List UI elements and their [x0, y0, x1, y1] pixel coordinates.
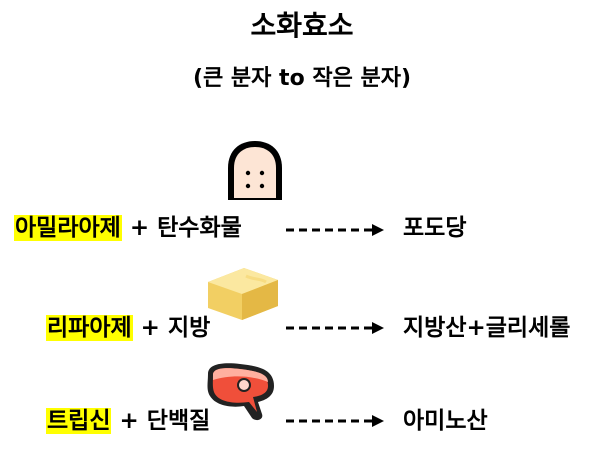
substrate-label: 탄수화물 [157, 215, 242, 241]
enzyme-label: 리파아제 [46, 315, 133, 341]
dashed-arrow [286, 322, 384, 334]
dashed-arrow [286, 224, 384, 236]
diagram-subtitle: (큰 분자 to 작은 분자) [192, 66, 412, 91]
row-2: 리파아제 + 지방 [46, 312, 210, 344]
plus-sign: + [140, 315, 160, 341]
product-label: 지방산+글리세롤 [403, 315, 571, 341]
substrate-label: 지방 [167, 315, 211, 341]
enzyme-label: 트립신 [46, 408, 112, 434]
substrate-label: 단백질 [146, 408, 211, 434]
butter-icon [208, 268, 278, 320]
meat-icon [207, 363, 274, 421]
product-label: 아미노산 [403, 408, 488, 434]
plus-sign: + [119, 408, 139, 434]
enzyme-label: 아밀라아제 [14, 215, 122, 241]
diagram-title: 소화효소 [250, 9, 354, 42]
dashed-arrow [286, 415, 384, 427]
bread-icon [228, 141, 282, 200]
row-1: 아밀라아제 + 탄수화물 [14, 212, 242, 244]
row-3: 트립신 + 단백질 [46, 405, 210, 437]
plus-sign: + [129, 215, 150, 241]
product-label: 포도당 [403, 215, 467, 241]
